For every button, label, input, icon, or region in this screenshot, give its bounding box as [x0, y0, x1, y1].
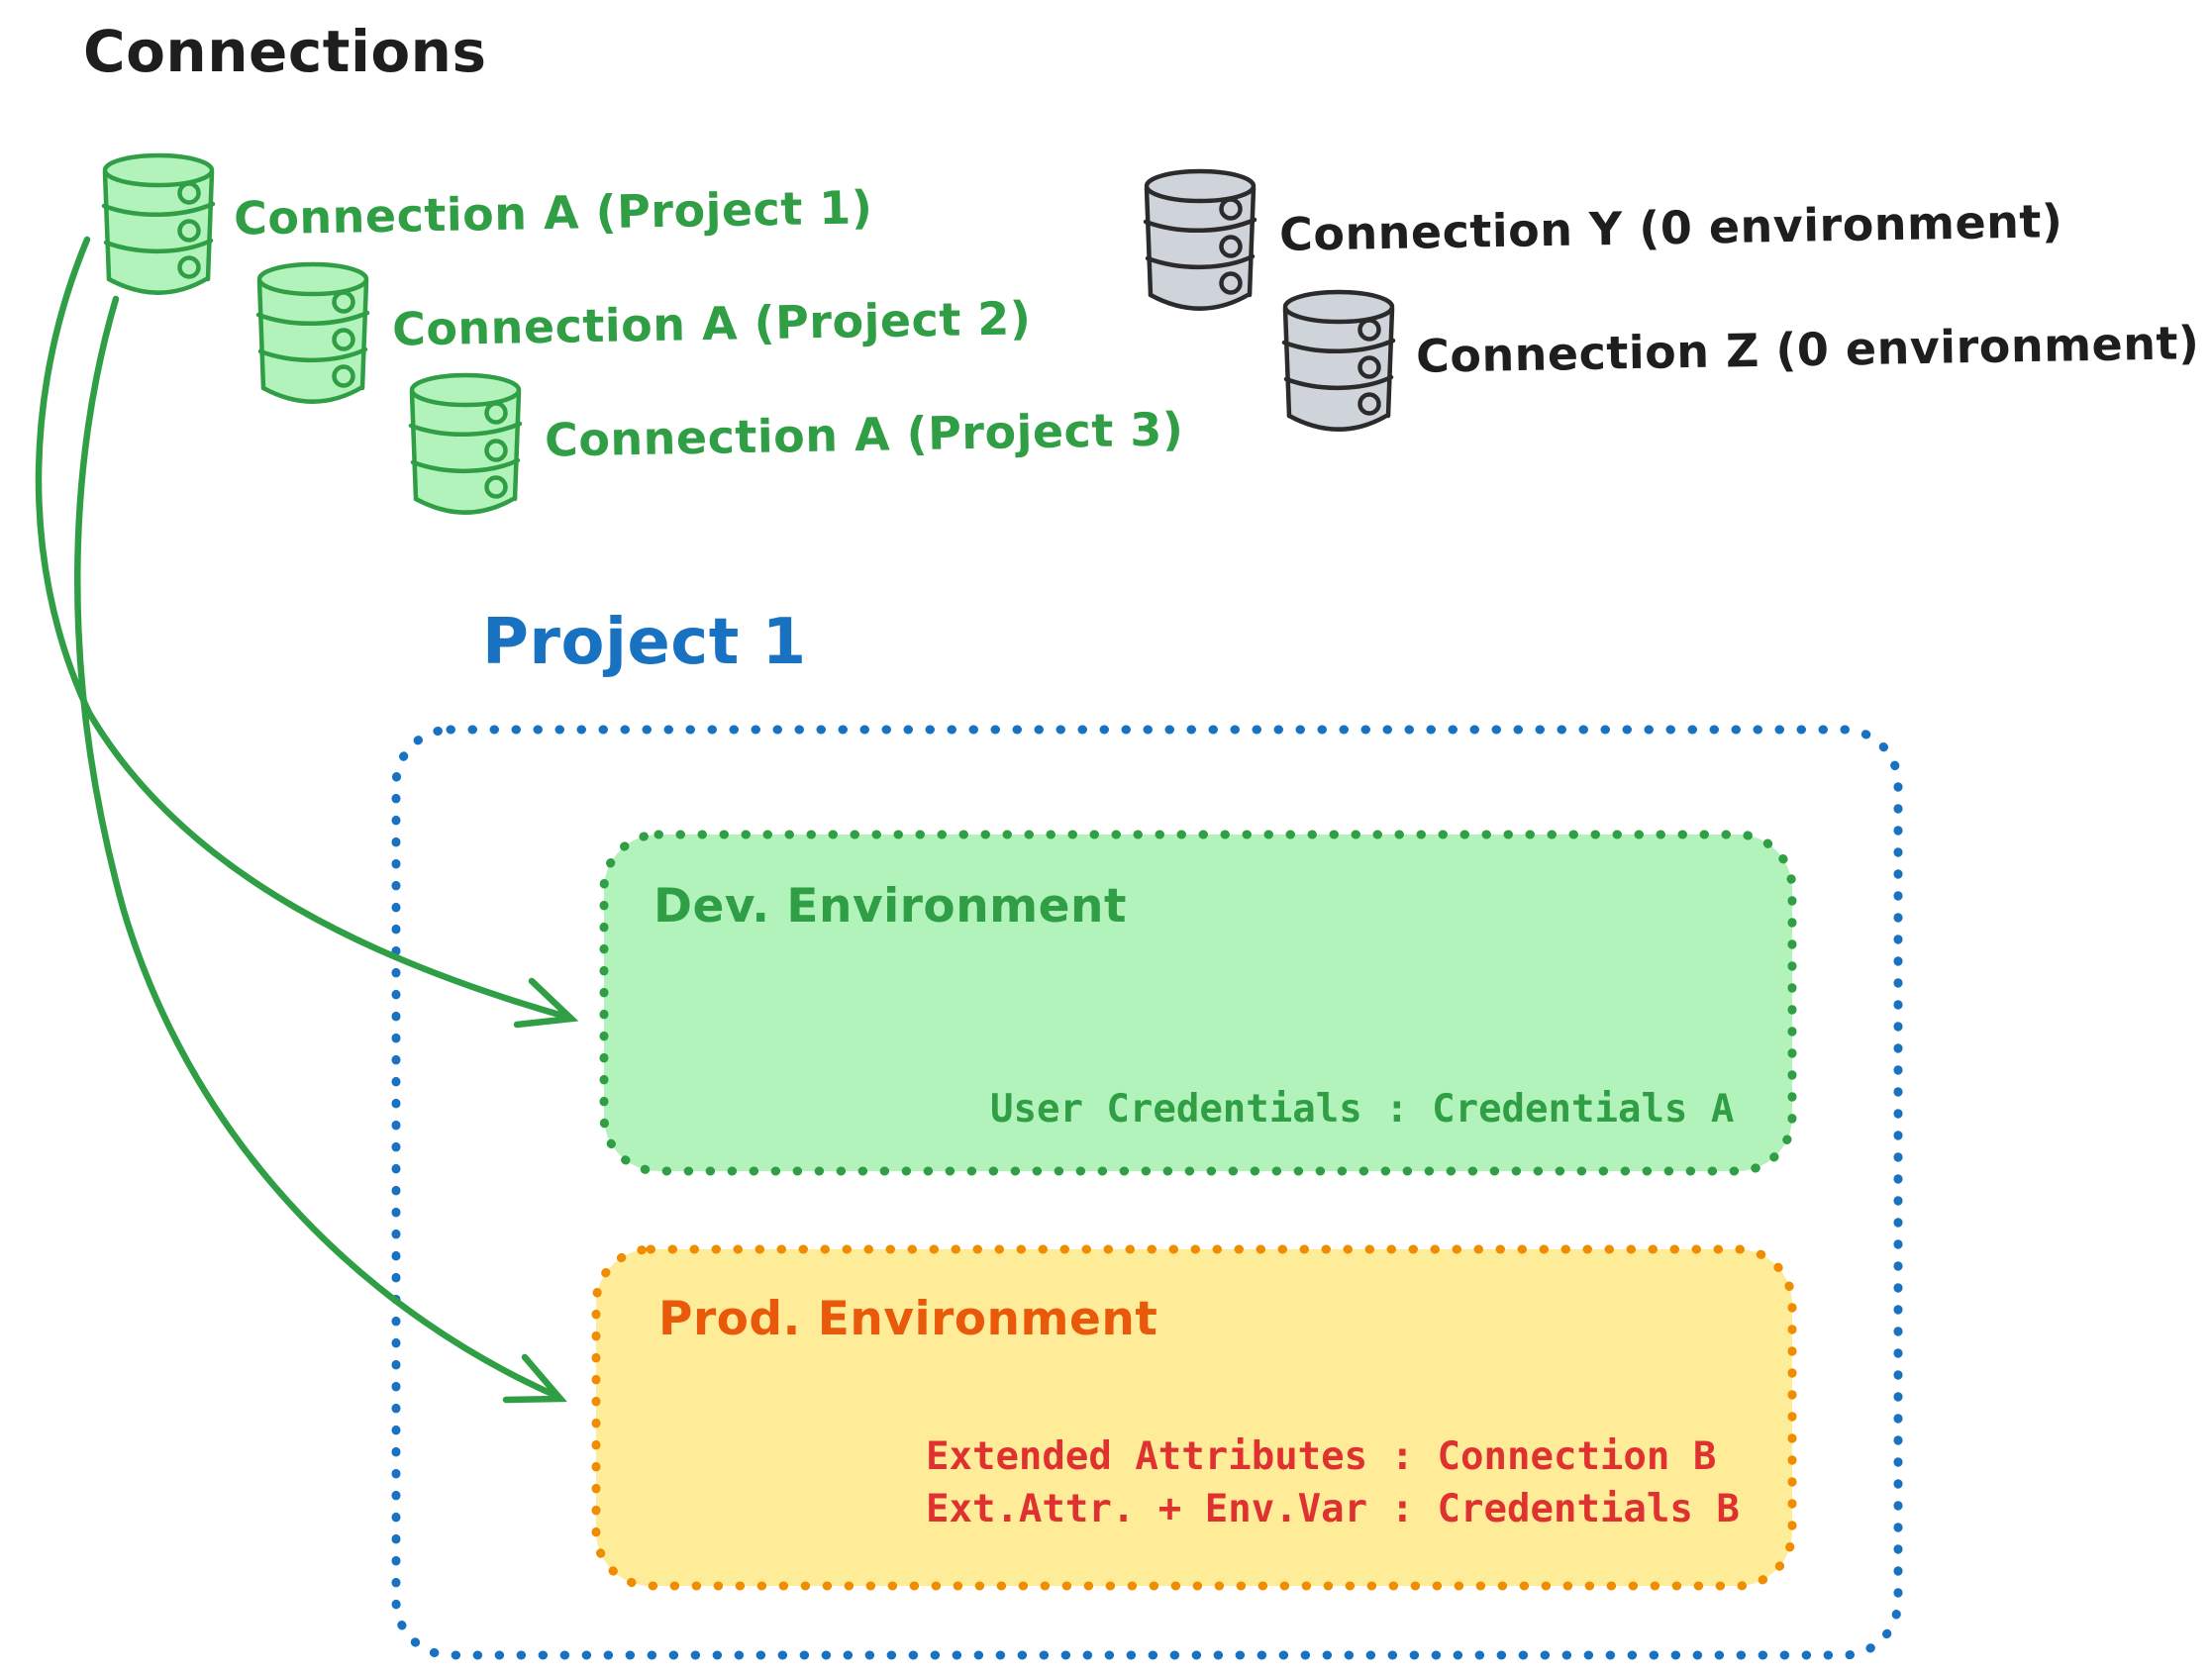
prod-mapping-line-2: Ext.Attr. + Env.Var : Credentials B: [926, 1487, 1740, 1531]
connection-a-project-3-database-icon: [411, 375, 520, 515]
prod-environment-mappings: Extended Attributes : Connection B Ext.A…: [926, 1430, 1740, 1535]
dev-environment-mapping: User Credentials : Credentials A: [990, 1087, 1735, 1132]
dev-environment-title: Dev. Environment: [654, 879, 1127, 934]
connection-z-database-icon: [1284, 292, 1393, 432]
arrow-to-dev-environment: [35, 236, 579, 1029]
prod-environment-box: [591, 1244, 1797, 1591]
connections-heading: Connections: [83, 18, 487, 85]
connection-a-project-1-label: Connection A (Project 1): [233, 180, 873, 246]
project-1-title: Project 1: [482, 606, 807, 679]
arrow-to-prod-environment: [74, 295, 567, 1404]
prod-mapping-line-1: Extended Attributes : Connection B: [926, 1434, 1717, 1479]
connection-a-project-3-label: Connection A (Project 3): [544, 402, 1184, 467]
connection-y-database-icon: [1146, 171, 1255, 311]
prod-environment-title: Prod. Environment: [658, 1292, 1158, 1346]
dev-environment-box: [599, 830, 1797, 1176]
connection-a-project-1-database-icon: [104, 155, 213, 295]
connection-a-project-2-label: Connection A (Project 2): [391, 291, 1032, 356]
connection-a-project-2-database-icon: [258, 264, 367, 404]
project-1-box: [391, 725, 1903, 1660]
